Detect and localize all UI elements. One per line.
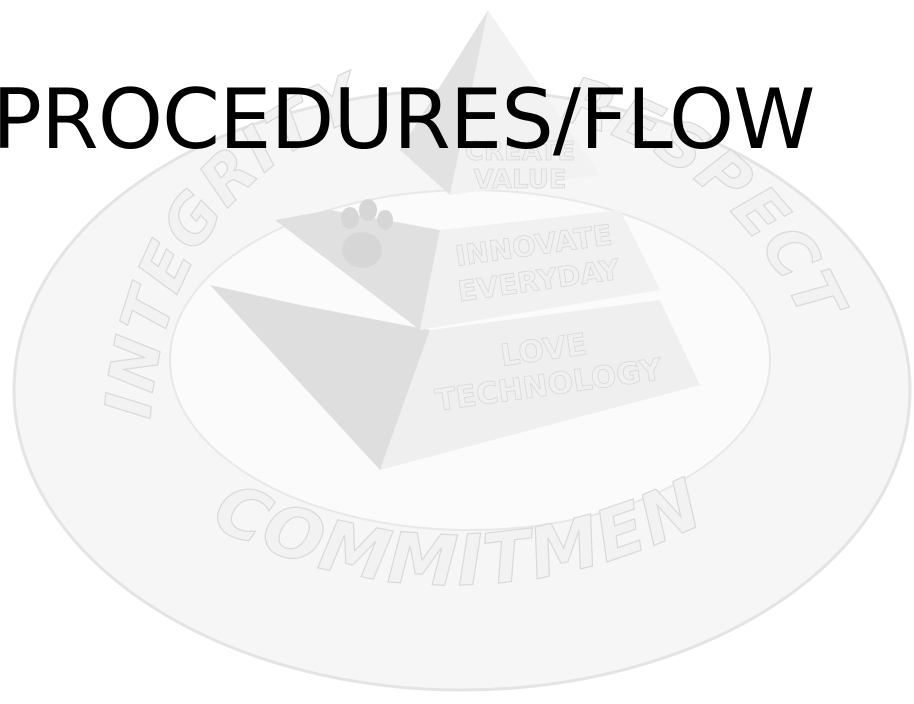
tier-top-line-1: CREATE	[465, 137, 575, 167]
pyramid	[210, 10, 700, 470]
pyramid-tier-top-right	[450, 10, 600, 195]
pyramid-tier-bottom-left	[210, 285, 430, 470]
pyramid-tier-middle-left	[275, 210, 440, 330]
pyramid-tier-middle-right	[420, 210, 660, 330]
paw-print-icon	[341, 199, 393, 268]
tier-top-line-2: VALUE	[474, 165, 567, 195]
slide-title: PROCEDURES/FLOW	[0, 71, 815, 168]
pyramid-tier-top-left	[400, 10, 488, 195]
pyramid-tier-bottom-right	[380, 300, 700, 470]
